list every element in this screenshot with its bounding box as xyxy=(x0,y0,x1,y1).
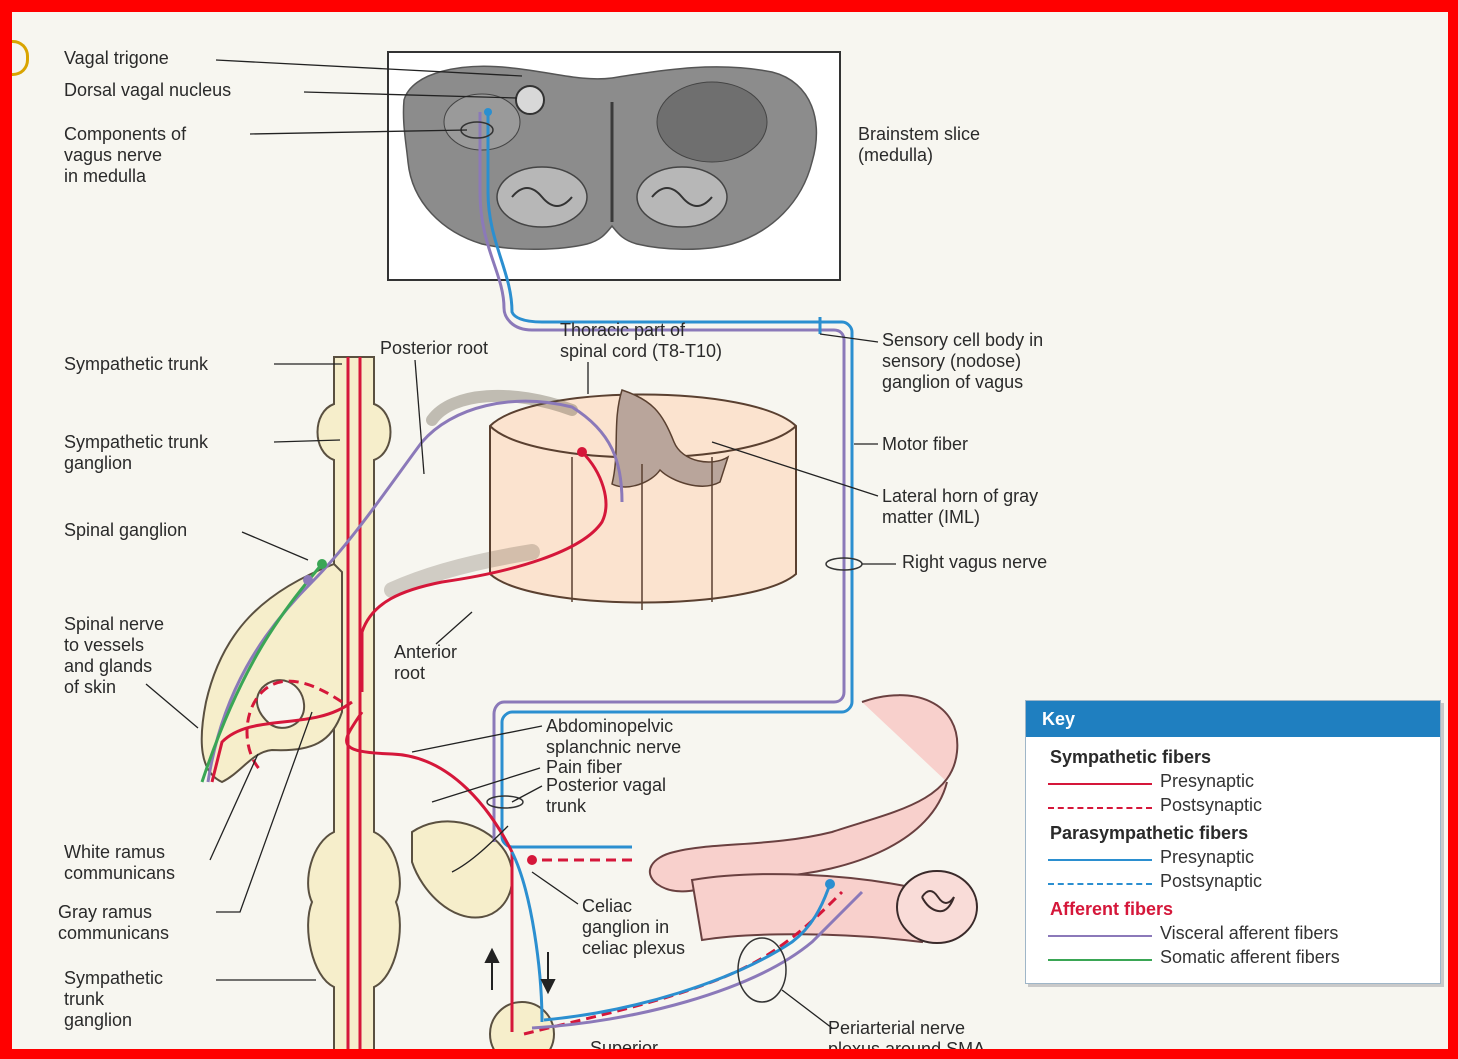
legend-parasympathetic-heading: Parasympathetic fibers xyxy=(1050,823,1248,844)
label-brainstem-slice: Brainstem slice (medulla) xyxy=(858,124,980,166)
periarterial-ring xyxy=(738,938,786,1002)
legend: Key Sympathetic fibers Presynaptic Posts… xyxy=(1025,700,1441,984)
label-celiac-ganglion: Celiac ganglion in celiac plexus xyxy=(582,896,685,959)
label-sympathetic-trunk-ganglion-bottom: Sympathetic trunk ganglion xyxy=(64,968,163,1031)
label-white-ramus: White ramus communicans xyxy=(64,842,175,884)
direction-arrows xyxy=(486,950,554,992)
legend-sympathetic-heading: Sympathetic fibers xyxy=(1050,747,1211,768)
label-sympathetic-trunk: Sympathetic trunk xyxy=(64,354,208,375)
label-posterior-root: Posterior root xyxy=(380,338,488,359)
label-posterior-vagal-trunk: Posterior vagal trunk xyxy=(546,775,666,817)
label-sympathetic-trunk-ganglion-top: Sympathetic trunk ganglion xyxy=(64,432,208,474)
stomach-and-intestine xyxy=(650,695,977,943)
label-spinal-nerve: Spinal nerve to vessels and glands of sk… xyxy=(64,614,164,698)
legend-somatic-afferent: Somatic afferent fibers xyxy=(1160,947,1340,968)
brainstem-slice xyxy=(388,52,840,280)
legend-somatic-afferent-swatch xyxy=(1048,959,1152,961)
spinal-nerve xyxy=(202,564,342,782)
legend-parasympathetic-post-swatch xyxy=(1048,883,1152,885)
legend-parasympathetic-pre-swatch xyxy=(1048,859,1152,861)
label-periarterial-plexus: Periarterial nerve plexus around SMA xyxy=(828,1018,985,1059)
label-lateral-horn: Lateral horn of gray matter (IML) xyxy=(882,486,1038,528)
label-spinal-ganglion: Spinal ganglion xyxy=(64,520,187,541)
label-motor-fiber: Motor fiber xyxy=(882,434,968,455)
label-thoracic-part: Thoracic part of spinal cord (T8-T10) xyxy=(560,320,722,362)
legend-visceral-afferent: Visceral afferent fibers xyxy=(1160,923,1338,944)
legend-sympathetic-post-swatch xyxy=(1048,807,1152,809)
legend-sympathetic-pre: Presynaptic xyxy=(1160,771,1254,792)
label-right-vagus-nerve: Right vagus nerve xyxy=(902,552,1047,573)
label-sensory-cell-body: Sensory cell body in sensory (nodose) ga… xyxy=(882,330,1043,393)
label-anterior-root: Anterior root xyxy=(394,642,457,684)
label-components-of-vagus: Components of vagus nerve in medulla xyxy=(64,124,186,187)
label-abdominopelvic-splanchnic: Abdominopelvic splanchnic nerve xyxy=(546,716,681,758)
legend-parasympathetic-pre: Presynaptic xyxy=(1160,847,1254,868)
label-dorsal-vagal-nucleus: Dorsal vagal nucleus xyxy=(64,80,231,101)
label-vagal-trigone: Vagal trigone xyxy=(64,48,169,69)
label-superior: Superior xyxy=(590,1038,658,1059)
legend-sympathetic-pre-swatch xyxy=(1048,783,1152,785)
legend-title: Key xyxy=(1026,701,1440,737)
diagram: Vagal trigone Dorsal vagal nucleus Compo… xyxy=(12,12,1458,1059)
legend-parasympathetic-post: Postsynaptic xyxy=(1160,871,1262,892)
legend-sympathetic-post: Postsynaptic xyxy=(1160,795,1262,816)
legend-afferent-heading: Afferent fibers xyxy=(1050,899,1173,920)
label-gray-ramus: Gray ramus communicans xyxy=(58,902,169,944)
legend-visceral-afferent-swatch xyxy=(1048,935,1152,937)
